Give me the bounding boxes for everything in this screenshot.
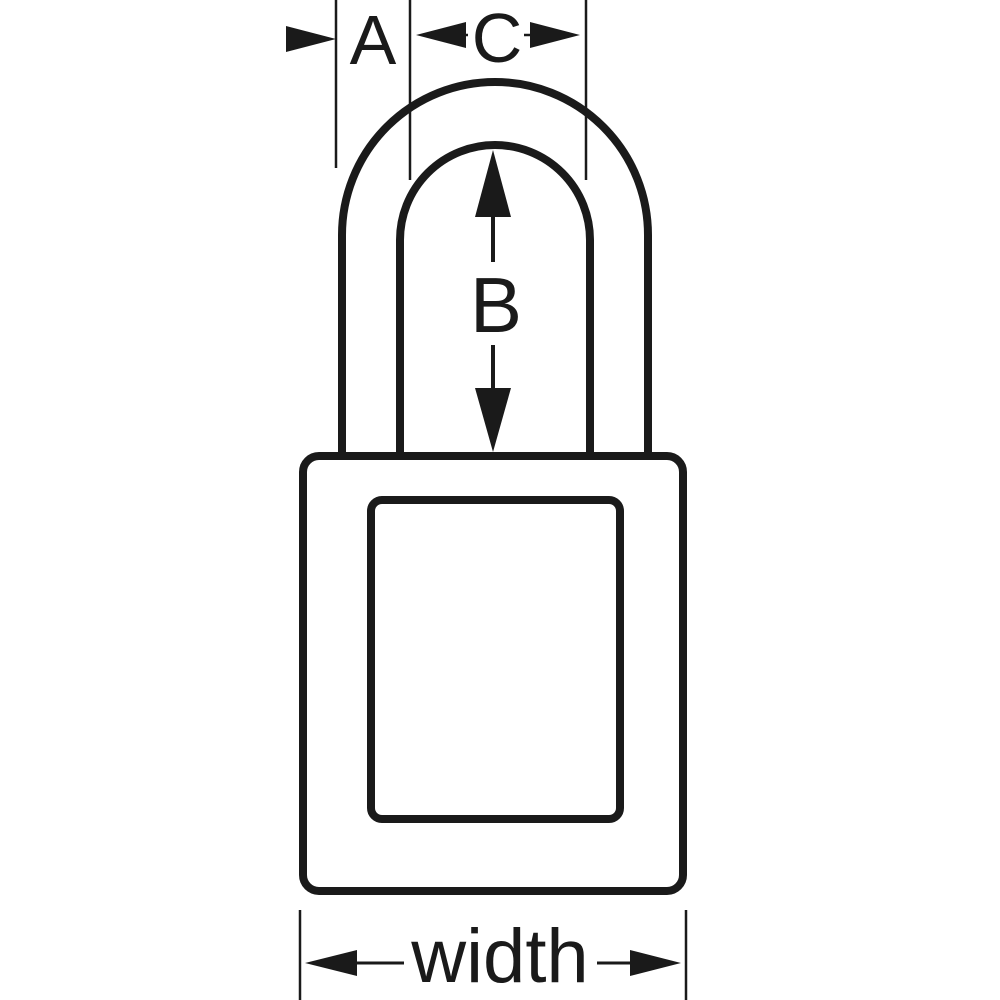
dimension-b: B: [470, 150, 522, 452]
shackle-inner: [396, 141, 594, 455]
arrow-c-right-icon: [530, 22, 580, 48]
shackle-outer: [338, 78, 652, 455]
arrow-b-up-icon: [475, 150, 511, 217]
arrow-width-right-icon: [630, 950, 681, 976]
arrow-a-right-icon: [286, 26, 336, 52]
dimension-label-b: B: [470, 261, 522, 349]
label-panel: [367, 496, 624, 823]
dimension-label-width: width: [410, 914, 588, 999]
dimension-c: C: [416, 0, 588, 180]
arrow-c-left-icon: [416, 22, 466, 48]
dimension-width: width: [298, 910, 688, 1000]
lock-body: [299, 452, 687, 895]
arrow-b-down-icon: [475, 388, 511, 452]
dimension-label-c: C: [472, 0, 523, 77]
dimension-a: A: [286, 0, 412, 180]
dimension-label-a: A: [350, 1, 397, 79]
arrow-width-left-icon: [305, 950, 357, 976]
